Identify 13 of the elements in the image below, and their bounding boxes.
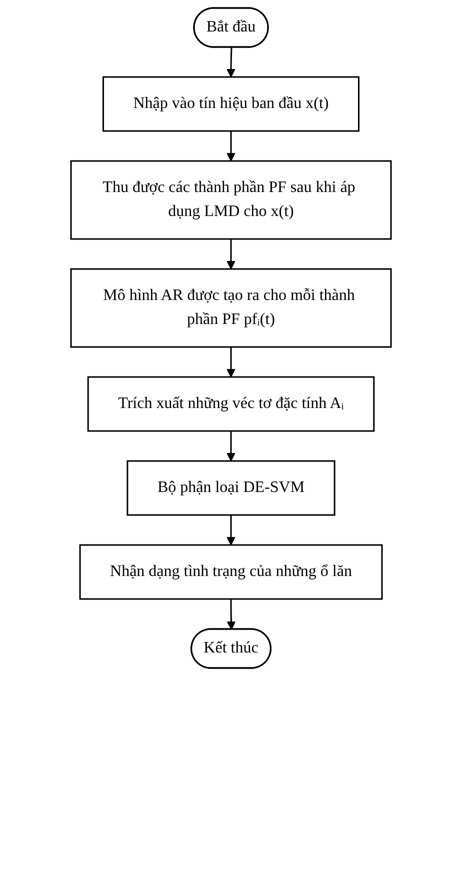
node-box: Thu được các thành phần PF sau khi áp dụng LMD cho x(t) [70,160,392,240]
arrow [226,515,235,546]
arrow [226,347,235,378]
node-box: Trích xuất những véc tơ đặc tính Aᵢ [86,376,374,432]
node-box: Bộ phận loại DE-SVM [126,460,335,516]
node-box: Nhận dạng tình trạng của những ổ lăn [78,544,382,600]
node-box: Nhập vào tín hiệu ban đầu x(t) [102,76,359,132]
arrow [226,239,235,270]
node-box: Mô hình AR được tạo ra cho mỗi thành phần PF pfᵢ(t) [70,268,392,348]
arrow [226,47,235,78]
arrow [226,431,235,462]
arrow [226,599,236,630]
arrow [226,131,235,162]
